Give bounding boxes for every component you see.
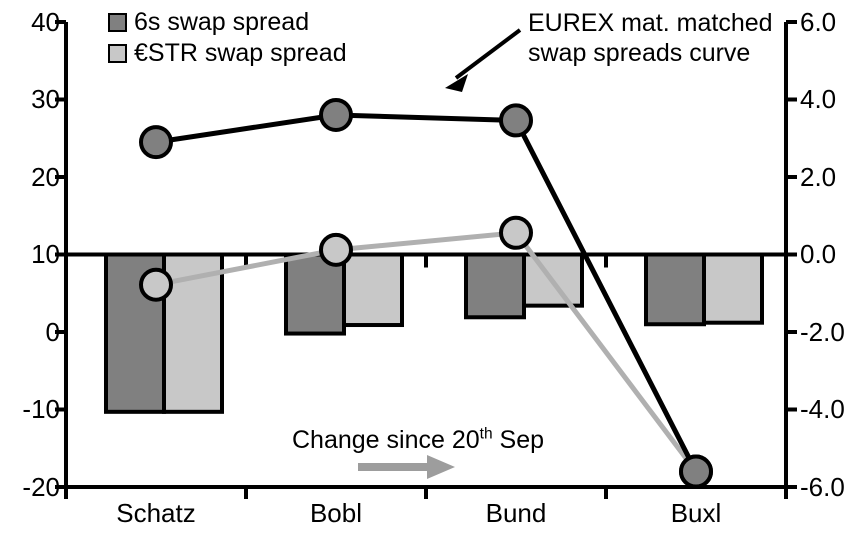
- category-label-buxl: Buxl: [670, 498, 722, 528]
- bar-buxl-series-1: [702, 252, 764, 325]
- left-axis-tick-0: 0: [45, 317, 60, 347]
- eurex-annotation-arrow-line: [454, 28, 522, 80]
- change-since-annotation: Change since 20th Sep: [292, 425, 544, 455]
- legend-item-6s-swap-spread: 6s swap spread: [108, 10, 347, 35]
- right-axis-tick-labels: 6.0 4.0 2.0 0.0 -2.0 -4.0 -6.0: [800, 0, 852, 539]
- right-axis-tick-minus-4: -4.0: [800, 394, 845, 424]
- change-since-prefix: Change since 20: [292, 426, 480, 454]
- category-label-bund: Bund: [485, 498, 547, 528]
- lines-layer: [139, 98, 713, 489]
- change-since-suffix: Sep: [492, 426, 545, 454]
- bar-bund-series-0: [464, 252, 526, 320]
- eurex-curve-annotation-line2: swap spreads curve: [528, 39, 751, 67]
- right-axis-tick-2: 2.0: [800, 162, 837, 192]
- left-axis-tick-labels: 40 30 20 10 0 -10 -20: [0, 0, 70, 539]
- right-axis-tick-6: 6.0: [800, 7, 837, 37]
- legend-swatch-light: [108, 44, 127, 63]
- eurex-annotation-arrow-head: [445, 74, 468, 92]
- category-label-schatz: Schatz: [116, 498, 196, 528]
- line-path-eurex-curve: [155, 112, 699, 473]
- legend-swatch-dark: [108, 13, 127, 32]
- right-axis-tick-4: 4.0: [800, 84, 837, 114]
- marker-change-bund: [499, 215, 533, 250]
- arrows-layer: [358, 28, 522, 479]
- marker-eurex-buxl: [679, 454, 713, 489]
- marker-eurex-bobl: [319, 98, 353, 132]
- right-axis-tick-0: 0.0: [800, 239, 837, 269]
- change-since-ordinal-suffix: th: [479, 425, 493, 443]
- x-axis-category-labels: Schatz Bobl Bund Buxl: [66, 500, 786, 536]
- left-axis-tick-minus-10: -10: [22, 394, 60, 424]
- bar-buxl-series-0: [644, 252, 706, 327]
- marker-eurex-schatz: [139, 125, 173, 160]
- bars-layer: [104, 252, 764, 414]
- marker-change-bobl: [319, 232, 353, 267]
- eurex-curve-annotation-line1: EUREX mat. matched: [528, 9, 773, 37]
- left-axis-tick-minus-20: -20: [22, 472, 60, 502]
- legend-label-estr-swap-spread: €STR swap spread: [134, 39, 347, 67]
- legend-item-estr-swap-spread: €STR swap spread: [108, 41, 347, 66]
- line-path-change-curve: [155, 230, 698, 474]
- marker-eurex-bund: [499, 103, 533, 138]
- legend-label-6s-swap-spread: 6s swap spread: [134, 8, 310, 36]
- chart-legend: 6s swap spread €STR swap spread: [108, 10, 347, 72]
- change-since-arrow-head: [427, 455, 455, 479]
- bar-bobl-series-1: [342, 252, 404, 328]
- change-since-annotation-text: Change since 20th Sep: [292, 425, 544, 455]
- right-axis-tick-minus-6: -6.0: [800, 472, 845, 502]
- category-label-bobl: Bobl: [309, 498, 363, 528]
- marker-change-schatz: [139, 267, 173, 302]
- right-axis-tick-minus-2: -2.0: [800, 317, 845, 347]
- eurex-curve-annotation: EUREX mat. matched swap spreads curve: [528, 8, 773, 68]
